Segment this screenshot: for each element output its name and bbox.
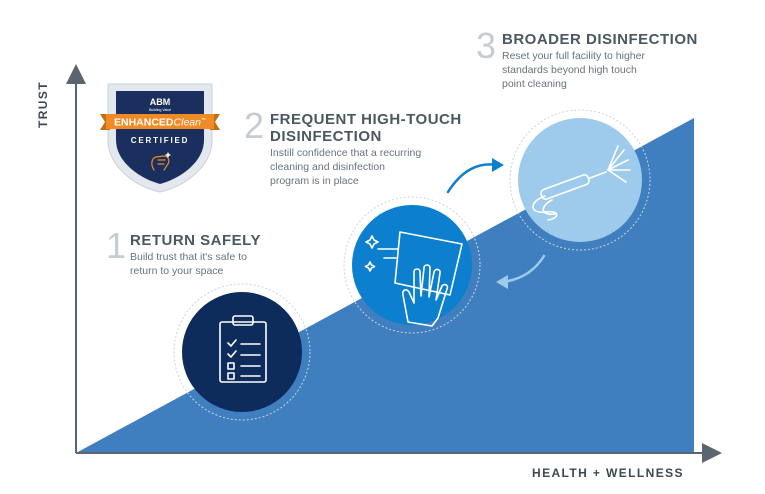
step-1: 1 RETURN SAFELY Build trust that it's sa… bbox=[106, 228, 306, 298]
step-3: 3 BROADER DISINFECTION Reset your full f… bbox=[476, 25, 698, 98]
arrow-step2-to-step3 bbox=[446, 158, 504, 194]
step-1-title: RETURN SAFELY bbox=[130, 232, 261, 249]
badge-certified: CERTIFIED bbox=[131, 136, 189, 145]
step-1-desc: Build trust that it's safe to return to … bbox=[130, 251, 247, 277]
step-2-number: 2 bbox=[244, 105, 265, 146]
step-1-number: 1 bbox=[106, 225, 127, 266]
step-2-title: FREQUENT HIGH-TOUCH DISINFECTION bbox=[270, 111, 462, 145]
y-axis-label: TRUST bbox=[36, 81, 50, 128]
enhanced-clean-certified-badge: ABM Building Value ENHANCEDClean™ CERTIF… bbox=[100, 83, 220, 193]
badge-sparkle-icon bbox=[165, 152, 171, 158]
step-3-circle bbox=[509, 109, 651, 251]
electrostatic-sprayer-icon bbox=[532, 145, 631, 221]
badge-ribbon: ENHANCEDClean™ bbox=[114, 117, 206, 129]
clipboard-checklist-icon bbox=[219, 315, 267, 383]
badge-brand: ABM bbox=[150, 97, 171, 107]
x-axis-label: HEALTH + WELLNESS bbox=[532, 466, 684, 480]
badge-sub: Building Value bbox=[149, 108, 171, 112]
step-2: 2 FREQUENT HIGH-TOUCH DISINFECTION Insti… bbox=[244, 108, 484, 188]
hand-wiping-cloth-icon bbox=[364, 231, 463, 327]
step-3-number: 3 bbox=[476, 25, 497, 66]
badge-hand-icon bbox=[151, 155, 170, 171]
step-1-circle bbox=[173, 283, 311, 421]
step-2-circle bbox=[343, 196, 481, 334]
step-3-title: BROADER DISINFECTION bbox=[502, 31, 698, 48]
step-3-desc: Reset your full facility to higher stand… bbox=[502, 50, 645, 90]
arrow-step3-to-step2 bbox=[496, 254, 546, 289]
step-2-desc: Instill confidence that a recurring clea… bbox=[270, 147, 422, 187]
